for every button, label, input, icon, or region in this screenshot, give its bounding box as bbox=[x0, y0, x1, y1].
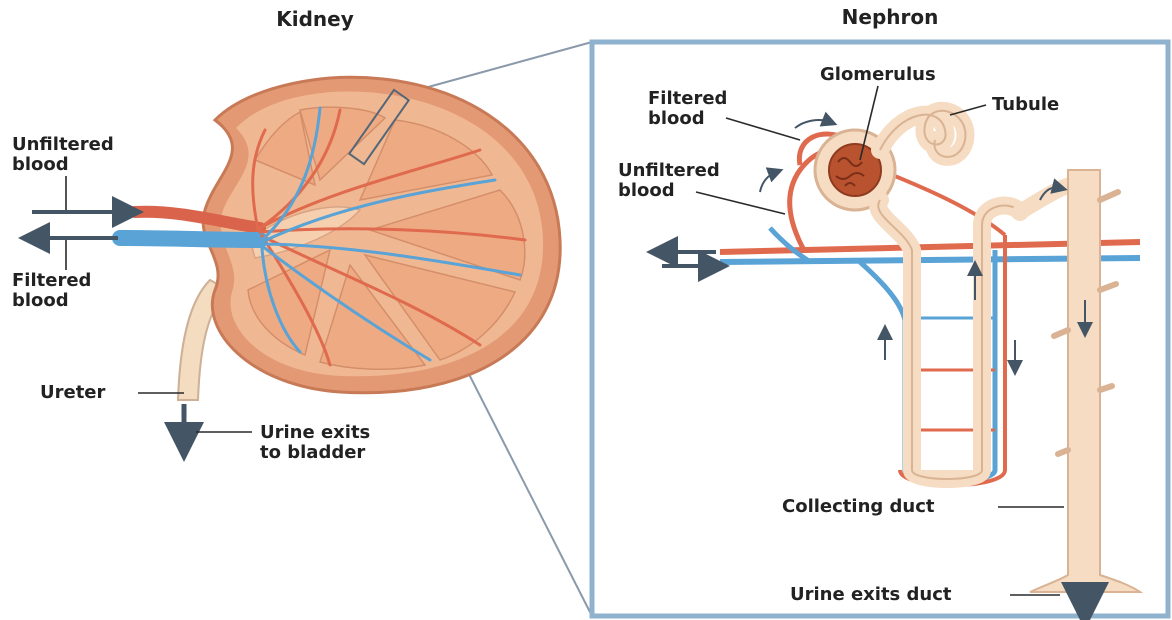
label-filtered-1: Filtered bbox=[12, 270, 91, 291]
label-neph-unfiltered-2: blood bbox=[618, 180, 675, 201]
label-glomerulus: Glomerulus bbox=[820, 64, 936, 85]
label-unfiltered-1: Unfiltered bbox=[12, 134, 114, 155]
label-neph-filtered-1: Filtered bbox=[648, 88, 727, 109]
label-urine-1: Urine exits bbox=[260, 422, 370, 443]
label-urine-exits-duct: Urine exits duct bbox=[790, 584, 952, 605]
label-collecting-duct: Collecting duct bbox=[782, 496, 935, 517]
label-neph-filtered-2: blood bbox=[648, 108, 705, 129]
kidney-flow-arrows bbox=[32, 212, 184, 442]
label-urine-2: to bladder bbox=[260, 442, 365, 463]
label-tubule: Tubule bbox=[992, 94, 1059, 115]
kidney-illustration bbox=[120, 77, 560, 400]
label-unfiltered-2: blood bbox=[12, 154, 69, 175]
label-filtered-2: blood bbox=[12, 290, 69, 311]
label-neph-unfiltered-1: Unfiltered bbox=[618, 160, 720, 181]
nephron-title: Nephron bbox=[842, 5, 939, 29]
kidney-title: Kidney bbox=[276, 7, 354, 31]
label-ureter: Ureter bbox=[40, 382, 106, 403]
